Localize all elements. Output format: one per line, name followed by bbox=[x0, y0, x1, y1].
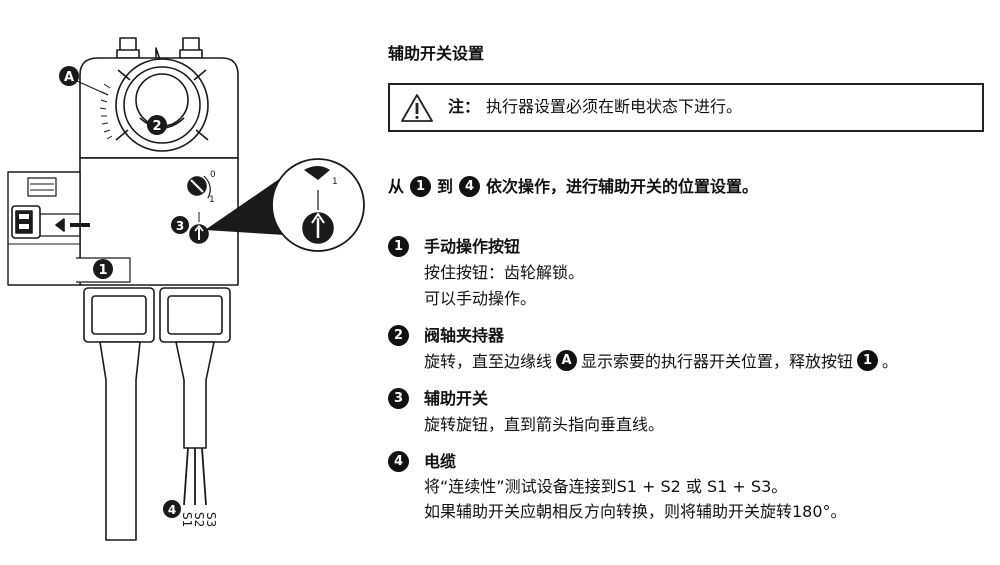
note-label: 注： bbox=[448, 97, 481, 116]
zoom-callout-wedge bbox=[205, 175, 285, 235]
top-terminal-right bbox=[179, 37, 203, 59]
item-4-line-1: 将“连续性”测试设备连接到S1 + S2 或 S1 + S3。 bbox=[424, 477, 788, 496]
svg-text:A: A bbox=[64, 70, 74, 85]
svg-text:2: 2 bbox=[152, 119, 161, 134]
wire-label-s1: S1 bbox=[180, 512, 194, 527]
aux-switch-knob bbox=[189, 212, 209, 244]
zoom-label-1: 1 bbox=[332, 177, 338, 187]
actuator-diagram: A 2 3 1 4 0 1 1 S1 S2 S3 bbox=[7, 37, 365, 541]
item-number-3: 3 bbox=[388, 388, 409, 409]
item-2-line-1: 旋转，直至边缘线 A 显示索要的执行器开关位置，释放按钮 1 。 bbox=[424, 348, 898, 372]
svg-text:4: 4 bbox=[168, 503, 176, 517]
wire-label-s3: S3 bbox=[204, 512, 218, 527]
cable-left bbox=[99, 341, 141, 541]
wire-label-s2: S2 bbox=[192, 512, 206, 527]
aux-switch-dial bbox=[187, 175, 211, 199]
item-2-badge-a: A bbox=[556, 349, 578, 371]
cable-gland-left bbox=[83, 287, 155, 343]
shaft-adapter bbox=[115, 58, 209, 152]
svg-text:1: 1 bbox=[98, 263, 107, 278]
note-box: 注： 执行器设置必须在断电状态下进行。 bbox=[388, 83, 984, 132]
item-4-line-2: 如果辅助开关应朝相反方向转换，则将辅助开关旋转180°。 bbox=[424, 502, 847, 521]
svg-text:3: 3 bbox=[176, 219, 184, 233]
section-title: 辅助开关设置 bbox=[388, 44, 485, 63]
cable-right bbox=[175, 341, 215, 449]
dial-label-1: 1 bbox=[209, 195, 215, 205]
note-text: 执行器设置必须在断电状态下进行。 bbox=[486, 97, 743, 116]
item-2-badge-1: 1 bbox=[857, 349, 879, 371]
item-number-1: 1 bbox=[388, 236, 409, 257]
callout-1: 1 bbox=[93, 259, 113, 279]
top-terminal-left bbox=[116, 37, 140, 59]
item-title-1: 手动操作按钮 bbox=[424, 237, 521, 256]
intro-badge-to: 4 bbox=[459, 176, 481, 197]
item-title-3: 辅助开关 bbox=[424, 389, 489, 408]
intro-text-2: 到 bbox=[437, 176, 454, 196]
intro-text-1: 从 bbox=[388, 176, 405, 196]
manual-button-assembly bbox=[7, 171, 131, 286]
callout-a: A bbox=[59, 66, 109, 96]
item-number-2: 2 bbox=[388, 325, 409, 346]
item-title-2: 阀轴夹持器 bbox=[424, 326, 505, 345]
item-2-text-c: 。 bbox=[882, 352, 899, 371]
item-1-line-2: 可以手动操作。 bbox=[424, 289, 537, 308]
item-number-4: 4 bbox=[388, 451, 409, 472]
item-3-line-1: 旋转旋钮，直到箭头指向垂直线。 bbox=[424, 415, 665, 434]
item-2-text-b: 显示索要的执行器开关位置，释放按钮 bbox=[581, 352, 854, 371]
item-1-line-1: 按住按钮：齿轮解锁。 bbox=[424, 263, 585, 282]
intro-line: 从 1 到 4 依次操作，进行辅助开关的位置设置。 bbox=[388, 176, 758, 197]
item-title-4: 电缆 bbox=[424, 452, 457, 471]
callout-3: 3 bbox=[171, 216, 189, 234]
callout-2: 2 bbox=[147, 115, 167, 135]
warning-icon bbox=[401, 94, 433, 122]
aux-wires bbox=[183, 447, 207, 506]
zoom-callout-circle bbox=[271, 158, 365, 252]
intro-badge-from: 1 bbox=[410, 176, 432, 197]
callout-4: 4 bbox=[163, 500, 181, 518]
cable-gland-right bbox=[159, 287, 231, 343]
dial-label-0: 0 bbox=[210, 170, 216, 180]
item-2-text-a: 旋转，直至边缘线 bbox=[424, 352, 553, 371]
intro-text-3: 依次操作，进行辅助开关的位置设置。 bbox=[486, 176, 759, 196]
